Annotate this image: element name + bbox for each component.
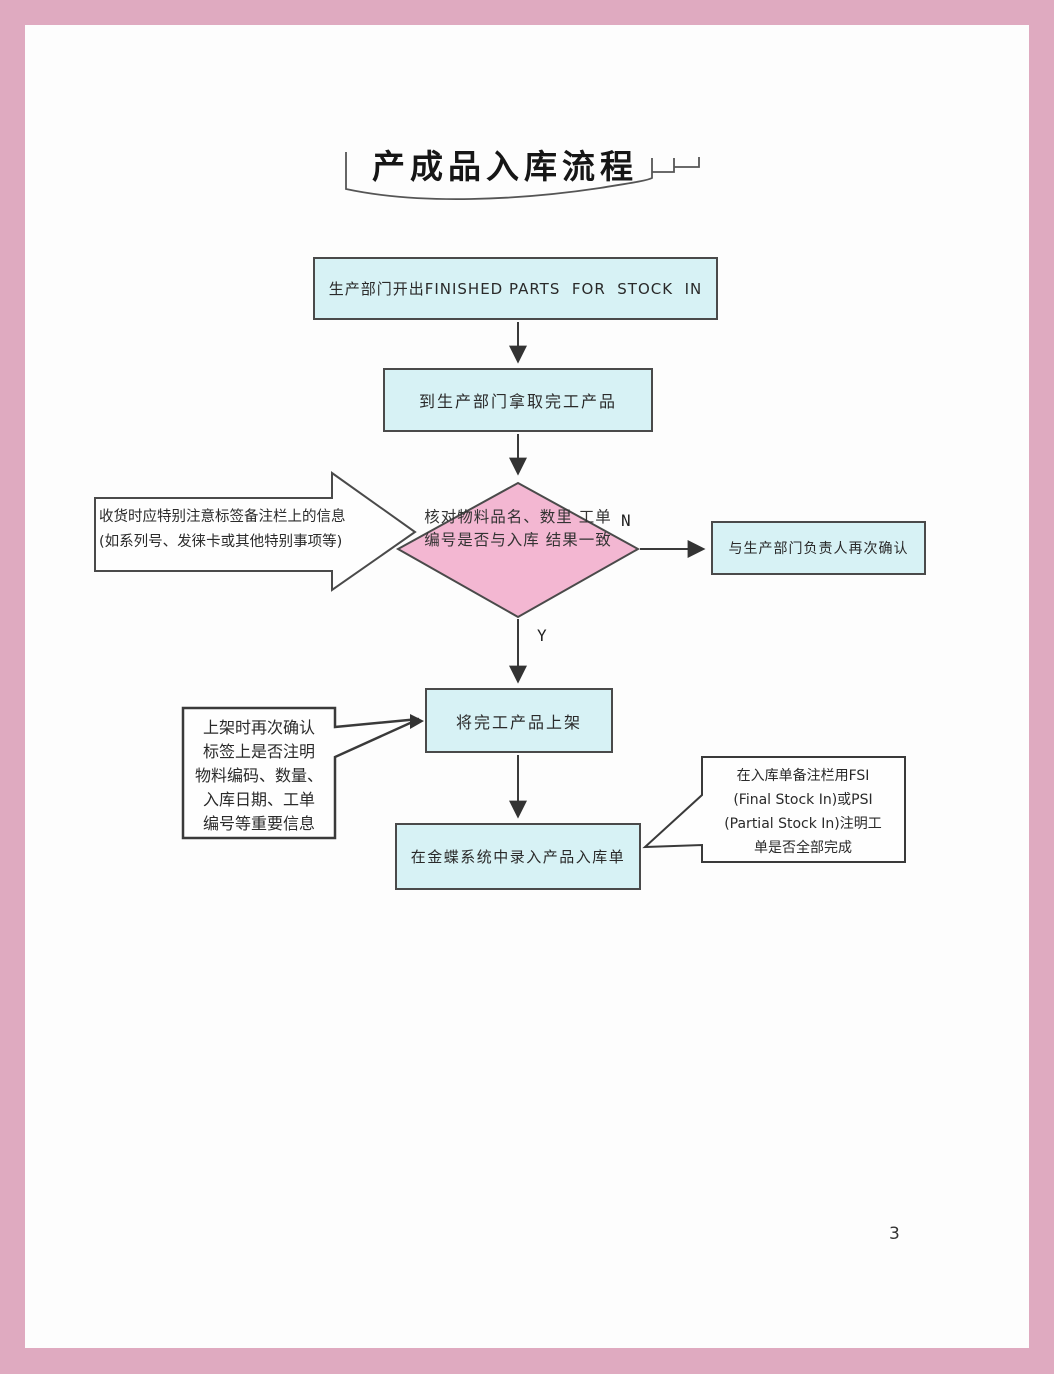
page-title: 产成品入库流程 bbox=[372, 147, 638, 186]
remark-note-line-1: 在入库单备注栏用FSI bbox=[736, 768, 870, 784]
flow-step-fetch-products: 到生产部门拿取完工产品 bbox=[383, 368, 653, 432]
flow-step-enter-kingdee: 在金蝶系统中录入产品入库单 bbox=[395, 823, 641, 890]
page-number: 3 bbox=[889, 1224, 900, 1244]
title-underline-doodle bbox=[345, 152, 700, 200]
remark-note-line-3: (Partial Stock In)注明工 bbox=[724, 816, 882, 832]
branch-no-label: N bbox=[621, 511, 631, 530]
decision-line-1: 核对物料品名、数里 bbox=[424, 508, 573, 526]
callout-shelving-note: 上架时再次确认 标签上是否注明 物料编码、数量、 入库日期、工单 编号等重要信息 bbox=[186, 716, 332, 836]
decision-diamond bbox=[395, 481, 641, 619]
callout-receiving-note: 收货时应特别注意标签备注栏上的信息 (如系列号、发徕卡或其他特别事项等) bbox=[99, 505, 399, 555]
flow-step-shelve-products: 将完工产品上架 bbox=[425, 688, 613, 753]
receiving-note-line-2: (如系列号、发徕卡或其他特别事项等) bbox=[99, 534, 343, 550]
shelving-note-line-2: 标签上是否注明 bbox=[202, 742, 315, 761]
shelving-note-line-1: 上架时再次确认 bbox=[202, 718, 315, 737]
flow-step-issue-fsi: 生产部门开出FINISHED PARTS FOR STOCK IN bbox=[313, 257, 718, 320]
callout-remark-note: 在入库单备注栏用FSI (Final Stock In)或PSI (Partia… bbox=[704, 764, 902, 860]
remark-note-line-2: (Final Stock In)或PSI bbox=[733, 792, 873, 808]
decision-line-3: 结果一致 bbox=[545, 531, 612, 549]
shelving-note-line-5: 编号等重要信息 bbox=[202, 814, 315, 833]
remark-note-line-4: 单是否全部完成 bbox=[754, 840, 852, 856]
receiving-note-arrow-shape bbox=[94, 471, 417, 592]
decision-line-2: 工单编号是否与入库 bbox=[424, 508, 612, 549]
shelving-note-bubble bbox=[181, 706, 420, 840]
remark-note-bubble bbox=[642, 756, 906, 863]
decision-verify-label: 核对物料品名、数里 工单编号是否与入库 结果一致 bbox=[418, 506, 618, 552]
branch-yes-label: Y bbox=[537, 626, 547, 645]
document-sheet bbox=[25, 25, 1029, 1348]
shelving-note-line-3: 物料编码、数量、 bbox=[194, 766, 323, 785]
shelving-note-arrowhead-icon bbox=[410, 714, 424, 729]
receiving-note-line-1: 收货时应特别注意标签备注栏上的信息 bbox=[99, 509, 346, 525]
flow-step-reconfirm-with-production: 与生产部门负责人再次确认 bbox=[711, 521, 926, 575]
shelving-note-line-4: 入库日期、工单 bbox=[202, 790, 315, 809]
